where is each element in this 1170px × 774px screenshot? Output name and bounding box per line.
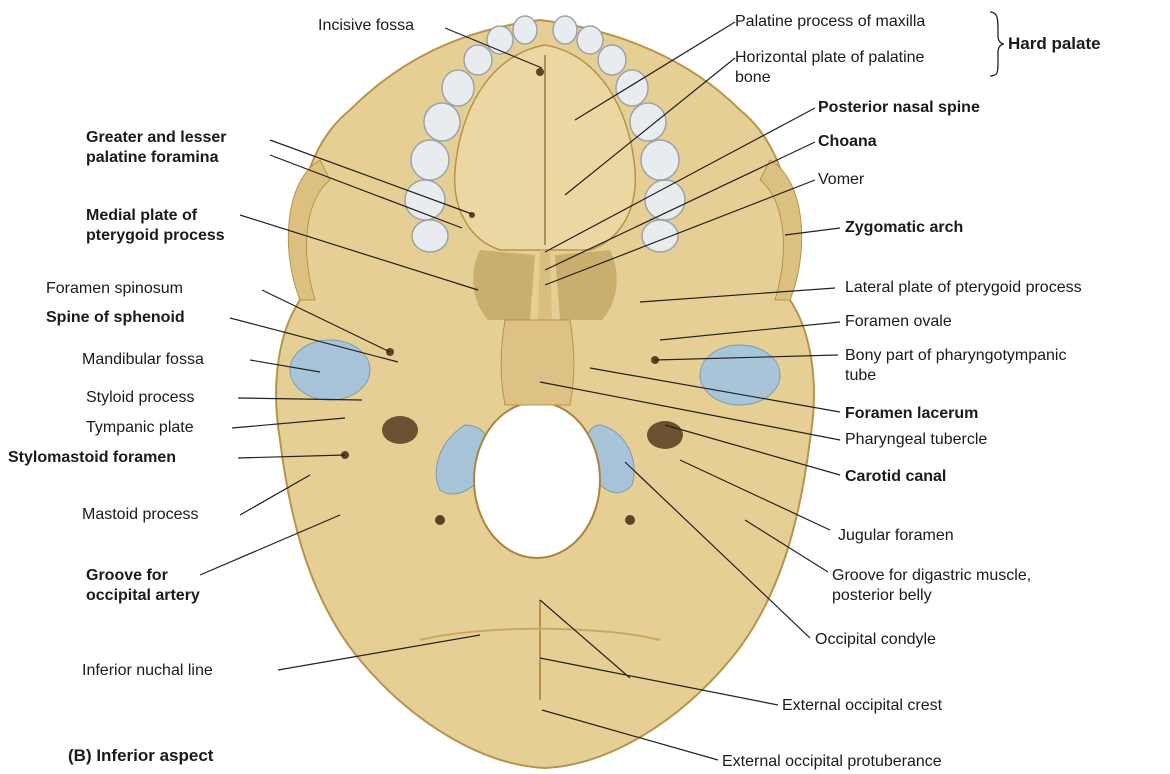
basilar-part [501,320,574,405]
figure-caption: (B) Inferior aspect [68,746,213,766]
foramen-magnum [474,402,600,558]
choana-left [473,250,535,320]
label-posterior-nasal-spine: Posterior nasal spine [818,98,980,118]
label-tympanic-plate: Tympanic plate [86,418,194,438]
label-styloid-process: Styloid process [86,388,195,408]
label-vomer: Vomer [818,170,864,190]
label-groove-occipital-artery: Groove for occipital artery [86,566,200,606]
label-lateral-plate: Lateral plate of pterygoid process [845,278,1082,298]
label-choana: Choana [818,132,877,152]
label-greater-lesser-palatine: Greater and lesser palatine foramina [86,128,227,168]
mandibular-fossa-left [290,340,370,400]
label-zygomatic-arch: Zygomatic arch [845,218,963,238]
label-mastoid-process: Mastoid process [82,505,199,525]
label-palatine-process: Palatine process of maxilla [735,12,925,32]
label-medial-plate: Medial plate of pterygoid process [86,206,225,246]
label-ext-occipital-protuberance: External occipital protuberance [722,752,942,772]
label-incisive-fossa: Incisive fossa [318,16,414,36]
label-groove-digastric: Groove for digastric muscle, posterior b… [832,566,1031,606]
mandibular-fossa-right [700,345,780,405]
label-bony-part: Bony part of pharyngotympanic tube [845,346,1066,386]
label-occipital-condyle: Occipital condyle [815,630,936,650]
label-stylomastoid-foramen: Stylomastoid foramen [8,448,176,468]
label-inferior-nuchal-line: Inferior nuchal line [82,661,213,681]
label-foramen-ovale: Foramen ovale [845,312,952,332]
label-mandibular-fossa: Mandibular fossa [82,350,204,370]
label-jugular-foramen: Jugular foramen [838,526,954,546]
label-carotid-canal: Carotid canal [845,467,946,487]
label-foramen-spinosum: Foramen spinosum [46,279,183,299]
hard-palate-brace [990,12,1004,76]
label-hard-palate: Hard palate [1008,34,1101,54]
label-pharyngeal-tubercle: Pharyngeal tubercle [845,430,987,450]
label-spine-sphenoid: Spine of sphenoid [46,308,185,328]
label-foramen-lacerum: Foramen lacerum [845,404,978,424]
label-horizontal-plate: Horizontal plate of palatine bone [735,48,924,88]
label-ext-occipital-crest: External occipital crest [782,696,942,716]
